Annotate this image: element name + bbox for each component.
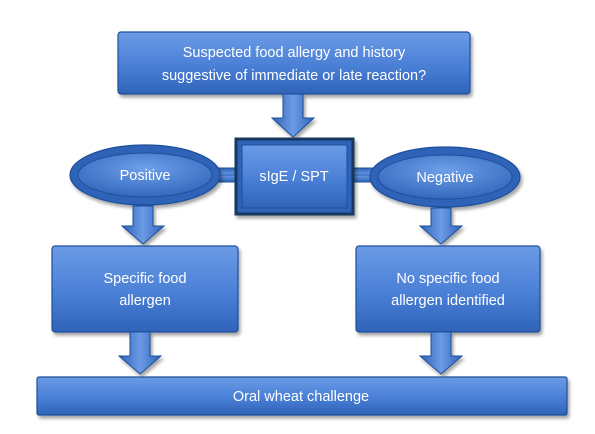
top-question-line1: Suspected food allergy and history	[183, 45, 406, 61]
oral-challenge-box	[36, 376, 568, 416]
top-question-line2: suggestive of immediate or late reaction…	[162, 68, 426, 84]
specific-allergen-line1: Specific food	[103, 271, 186, 287]
oral-challenge-label: Oral wheat challenge	[233, 389, 369, 405]
arrow-no-allergen-to-challenge	[418, 331, 464, 375]
arrow-negative-to-no-allergen	[418, 207, 464, 245]
negative-ellipse	[369, 146, 521, 208]
top-question-box	[117, 31, 471, 95]
no-specific-allergen-line1: No specific food	[396, 271, 499, 287]
positive-ellipse	[69, 144, 221, 206]
test-box	[234, 137, 355, 216]
no-specific-allergen-line2: allergen identified	[391, 293, 505, 309]
no-specific-allergen-box	[355, 245, 541, 333]
positive-label: Positive	[120, 168, 171, 184]
specific-allergen-line2: allergen	[119, 293, 171, 309]
test-label: sIgE / SPT	[259, 169, 328, 185]
arrow-top-to-center	[270, 93, 316, 138]
arrow-positive-to-allergen	[120, 205, 166, 245]
specific-allergen-box	[51, 245, 239, 333]
arrow-allergen-to-challenge	[117, 331, 163, 375]
negative-label: Negative	[416, 170, 473, 186]
